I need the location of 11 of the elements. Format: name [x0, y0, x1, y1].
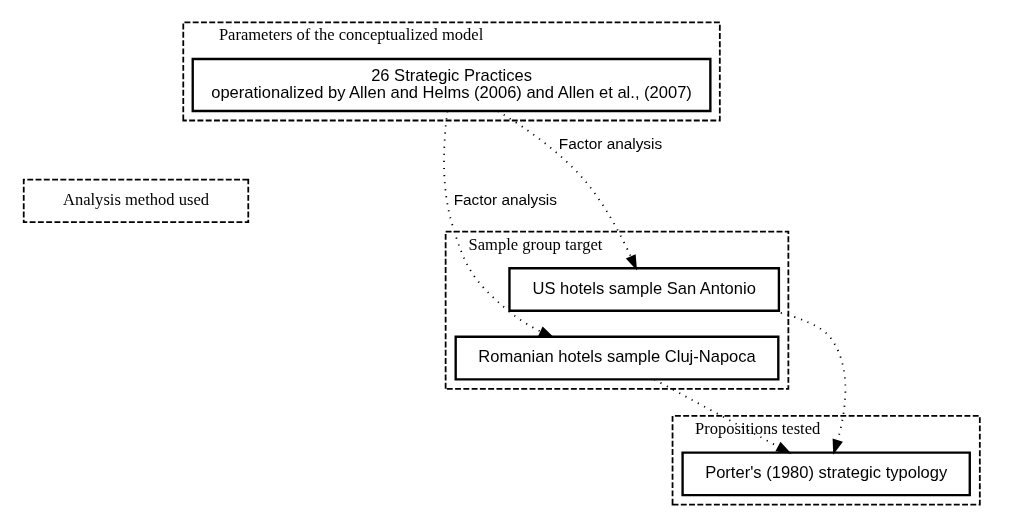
arrow: [497, 110, 638, 271]
node-box: Porter's (1980) strategic typology: [681, 451, 971, 497]
node-box: Romanian hotels sample Cluj-Napoca: [454, 335, 780, 381]
edge-label: Factor analysis: [453, 190, 557, 208]
arrow: [772, 310, 847, 455]
edge-label: Factor analysis: [558, 135, 663, 153]
node-box: Analysis method used: [22, 178, 250, 224]
arrow: [443, 110, 555, 338]
node-box: 26 Strategic Practices operationalized by Allen and Helms (2006) and Allen et al., (2007): [191, 57, 712, 113]
node-box: US hotels sample San Antonio: [508, 267, 781, 312]
arrow: [653, 378, 792, 454]
